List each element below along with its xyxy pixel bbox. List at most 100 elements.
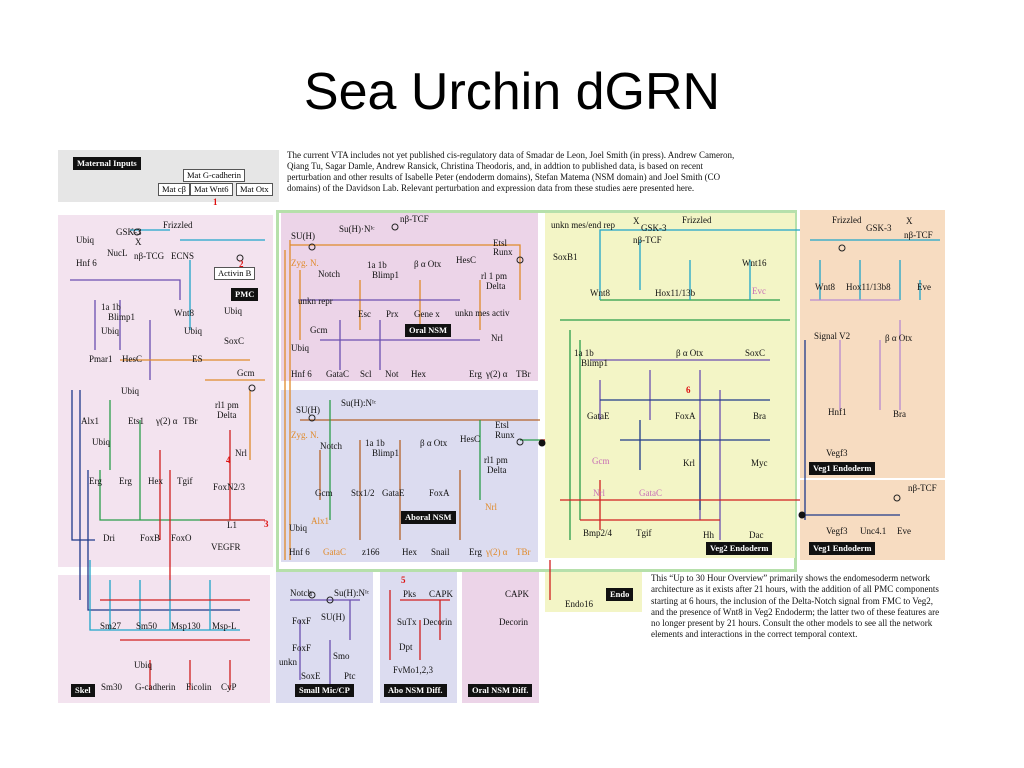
veg1-vegf3: Vegf3 (826, 448, 848, 458)
mic-smo: Smo (333, 651, 350, 661)
aboral-hnf6: Hnf 6 (289, 547, 310, 557)
veg2-blimp1: Blimp1 (581, 358, 609, 368)
veg2-blimp-isoforms: 1a 1b (574, 348, 594, 358)
skel-region (58, 575, 270, 703)
mic-foxf-2: FoxF (292, 643, 312, 653)
oral-diff-decorin: Decorin (499, 617, 528, 627)
veg1-wnt8: Wnt8 (815, 282, 835, 292)
oral-runx: Runx (493, 247, 513, 257)
veg2-gcm: Gcm (592, 456, 610, 466)
pmc-rl1pm: rl1 pm (215, 400, 239, 410)
veg1-eve-2: Eve (897, 526, 911, 536)
oral-scl: Scl (360, 369, 372, 379)
pmc-ubiq-3: Ubiq (101, 326, 119, 336)
small-mic-label: Small Mic/CP (295, 684, 354, 698)
veg1-region-top (800, 210, 945, 478)
veg2-gatac: GataC (639, 488, 662, 498)
mic-foxf: FoxF (292, 616, 312, 626)
veg2-unkn-rep: unkn mes/end rep (551, 220, 615, 230)
veg2-wnt8: Wnt8 (590, 288, 610, 298)
pmc-es: ES (192, 354, 203, 364)
pmc-alx1: Alx1 (81, 416, 99, 426)
aboral-foxa: FoxA (429, 488, 450, 498)
oral-botx: β α Otx (414, 259, 442, 269)
veg1-endoderm-label-b: Veg1 Endoderm (809, 542, 876, 556)
oral-tbr: TBr (516, 369, 531, 379)
oral-nrl: Nrl (491, 333, 503, 343)
abo-diff-dpt: Dpt (399, 642, 413, 652)
aboral-alx1: Alx1 (311, 516, 329, 526)
oral-esc: Esc (358, 309, 371, 319)
oral-hnf6: Hnf 6 (291, 369, 312, 379)
oral-suhnic: Su(H)·Nᴵᶜ (339, 224, 375, 234)
oral-nsm-diff-label: Oral NSM Diff. (468, 684, 533, 698)
oral-nsm-diff-region (462, 572, 539, 703)
aboral-blimp1: Blimp1 (372, 448, 400, 458)
veg2-evc: Evc (752, 286, 766, 296)
pmc-ubiq-4: Ubiq (184, 326, 202, 336)
pmc-l1: L1 (227, 520, 237, 530)
veg2-krl: Krl (683, 458, 695, 468)
oral-diff-capk: CAPK (505, 589, 530, 599)
abo-diff-fvmo: FvMo1,2,3 (393, 665, 434, 675)
oral-zygn: Zyg. N. (291, 258, 319, 268)
pmc-blimp-isoforms: 1a 1b (101, 302, 121, 312)
pmc-erg-2: Erg (119, 476, 132, 486)
veg1-botx: β α Otx (885, 333, 913, 343)
oral-hesc: HesC (456, 255, 476, 265)
skel-ubiq: Ubiq (134, 660, 152, 670)
endo-label: Endo (606, 588, 634, 602)
veg2-tgif: Tgif (636, 528, 652, 538)
marker-3: 3 (264, 519, 269, 529)
pmc-frizzled: Frizzled (163, 220, 193, 230)
abo-nsm-diff-label: Abo NSM Diff. (384, 684, 447, 698)
pmc-soxc: SoxC (224, 336, 245, 346)
pmc-x: X (135, 237, 142, 247)
oral-notch: Notch (318, 269, 340, 279)
marker-4: 4 (226, 455, 231, 465)
abo-nsm-diff-region (380, 572, 457, 703)
mic-suh: SU(H) (321, 612, 345, 622)
aboral-gcm: Gcm (315, 488, 333, 498)
intro-paragraph: The current VTA includes not yet publish… (287, 150, 735, 194)
skel-msp130: Msp130 (171, 621, 201, 631)
oral-prx: Prx (386, 309, 399, 319)
oral-gatac: GataC (326, 369, 349, 379)
pmc-g2a: γ(2) α (156, 416, 178, 426)
aboral-botx: β α Otx (420, 438, 448, 448)
mic-unkn: unkn (279, 657, 297, 667)
pmc-foxn23: FoxN2/3 (213, 482, 246, 492)
veg1-nbtcf-2: nβ-TCF (908, 483, 937, 493)
veg1-unc41: Unc4.1 (860, 526, 887, 536)
aboral-stx: Stx1/2 (351, 488, 375, 498)
aboral-zygn: Zyg. N. (291, 430, 319, 440)
mic-suhnic: Su(H):Nᴵᶜ (334, 588, 370, 598)
aboral-suh: SU(H) (296, 405, 320, 415)
oral-unkn-repr: unkn repr (298, 296, 333, 306)
oral-nsm-region (281, 213, 538, 381)
pmc-hex: Hex (148, 476, 163, 486)
veg1-hnf1: Hnf1 (828, 407, 847, 417)
mic-ptc: Ptc (344, 671, 356, 681)
skel-sm50: Sm50 (136, 621, 158, 631)
pmc-hesc: HesC (122, 354, 142, 364)
oral-genex: Gene x (414, 309, 440, 319)
aboral-notch: Notch (320, 441, 342, 451)
veg2-nbtcf: nβ-TCF (633, 235, 662, 245)
oral-unkn-mes: unkn mes activ (455, 308, 510, 318)
aboral-ubiq: Ubiq (289, 523, 307, 533)
pmc-wnt8: Wnt8 (174, 308, 194, 318)
veg2-endoderm-label: Veg2 Endoderm (706, 542, 773, 556)
abo-diff-pks: Pks (403, 589, 417, 599)
pmc-tgif: Tgif (177, 476, 193, 486)
abo-diff-decorin: Decorin (423, 617, 452, 627)
skel-ficolin: Ficolin (186, 682, 212, 692)
pmc-ubiq-5: Ubiq (121, 386, 139, 396)
oral-blimp-isoforms: 1a 1b (367, 260, 387, 270)
marker-1: 1 (213, 197, 218, 207)
aboral-hesc: HesC (460, 434, 480, 444)
oral-gcm: Gcm (310, 325, 328, 335)
abo-diff-sutx: SuTx (397, 617, 417, 627)
mat-otx-box: Mat Otx (236, 183, 273, 197)
mic-soxe: SoxE (301, 671, 321, 681)
